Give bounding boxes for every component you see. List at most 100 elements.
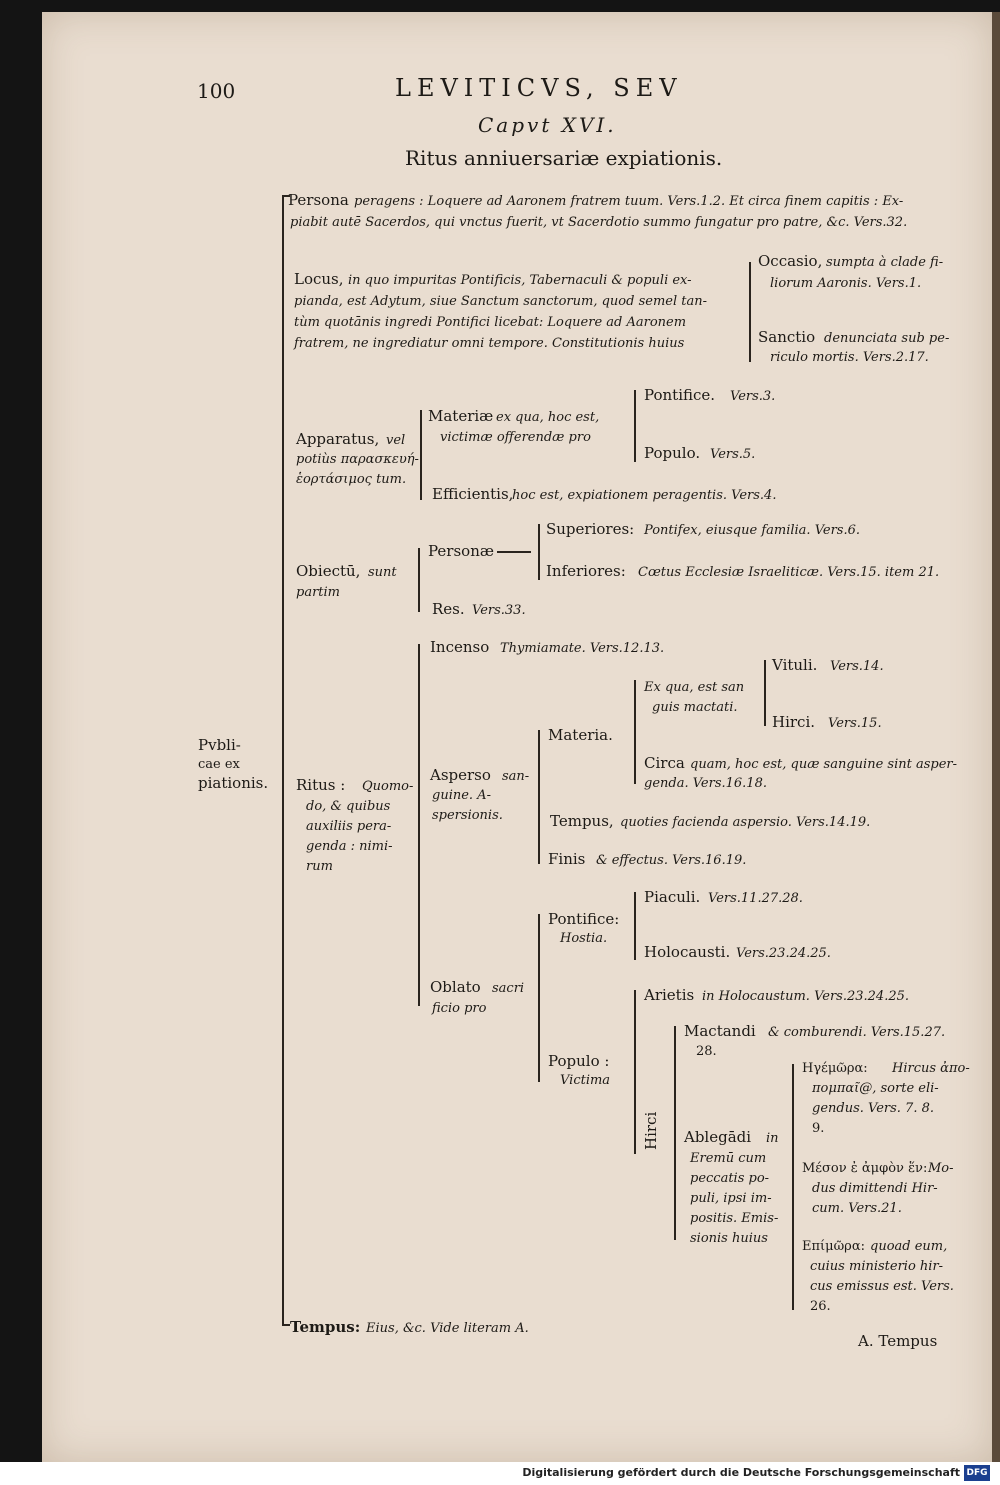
running-title: LEVITICVS, SEV bbox=[395, 74, 683, 102]
asperso-text-2: guine. A- bbox=[432, 788, 491, 803]
footer-credit: Digitalisierung gefördert durch die Deut… bbox=[522, 1466, 960, 1479]
asperso-brace bbox=[538, 730, 540, 864]
personae-brace bbox=[538, 524, 540, 580]
vituli-ref: Vers.14. bbox=[830, 659, 884, 674]
hygemora-text-2: πομπαῖ@, sorte eli- bbox=[812, 1081, 939, 1096]
ablegadi-text-5: sionis huius bbox=[690, 1231, 768, 1246]
persona-label: Persona bbox=[288, 191, 349, 209]
meson-text-2: dus dimittendi Hir- bbox=[812, 1181, 938, 1196]
apparatus-brace bbox=[420, 410, 422, 500]
ablegadi-label: Ablegādi bbox=[684, 1128, 752, 1146]
obiectu-partim: partim bbox=[296, 585, 340, 600]
res-label: Res. bbox=[432, 600, 465, 618]
sanctio-text-2: riculo mortis. Vers.2.17. bbox=[770, 350, 929, 365]
ritus-text-4: genda : nimi- bbox=[306, 839, 393, 854]
book-spine bbox=[992, 12, 1000, 1462]
footer-bar bbox=[0, 1462, 1000, 1485]
meson-text-3: cum. Vers.21. bbox=[812, 1201, 902, 1216]
pontifice-label: Pontifice. bbox=[644, 386, 716, 404]
locus-label: Locus, bbox=[294, 270, 344, 288]
oblato-text-1: sacri bbox=[492, 981, 525, 996]
hygemora-text-3: gendus. Vers. 7. 8. bbox=[812, 1101, 934, 1116]
asperso-text-1: san- bbox=[502, 769, 530, 784]
apparatus-text-3: ἑορτάσιμος tum. bbox=[296, 472, 407, 487]
piaculi-ref: Vers.11.27.28. bbox=[708, 891, 803, 906]
book-page bbox=[42, 12, 992, 1462]
populo-ref: Vers.5. bbox=[710, 447, 756, 462]
arietis-label: Arietis bbox=[644, 986, 695, 1004]
personae-arrow bbox=[497, 551, 531, 553]
hirci-ref: Vers.15. bbox=[828, 716, 882, 731]
materia-label: Materia. bbox=[548, 726, 613, 744]
root-line2: cae ex bbox=[198, 757, 240, 772]
locus-text-3: tùm quotānis ingredi Pontifici licebat: … bbox=[294, 315, 687, 330]
obiectu-brace bbox=[418, 548, 420, 612]
dfg-logo: DFG bbox=[964, 1465, 990, 1481]
page-number: 100 bbox=[197, 79, 236, 103]
holocausti-label: Holocausti. bbox=[644, 943, 731, 961]
epimora-text: quoad eum, bbox=[870, 1239, 948, 1254]
materiae-label: Materiæ bbox=[428, 407, 494, 425]
pontifice-hostia-brace bbox=[634, 892, 636, 960]
efficientis-text: hoc est, expiationem peragentis. Vers.4. bbox=[512, 488, 777, 503]
superiores-label: Superiores: bbox=[546, 520, 635, 538]
locus-brace bbox=[749, 262, 751, 362]
obiectu-sunt: sunt bbox=[368, 565, 397, 580]
epimora-text-3: cus emissus est. Vers. bbox=[810, 1279, 954, 1294]
materiae-text: ex qua, hoc est, bbox=[496, 410, 600, 425]
main-brace-line bbox=[282, 195, 284, 1325]
catchword: A. Tempus bbox=[858, 1332, 938, 1350]
tempus-text: Eius, &c. Vide literam A. bbox=[366, 1321, 529, 1336]
piaculi-label: Piaculi. bbox=[644, 888, 701, 906]
section-title: Ritus anniuersariæ expiationis. bbox=[405, 146, 723, 170]
oblato-label: Oblato bbox=[430, 978, 481, 996]
holocausti-ref: Vers.23.24.25. bbox=[736, 946, 831, 961]
ritus-text-5: rum bbox=[306, 859, 333, 874]
persona-text-2: piabit autē Sacerdos, qui vnctus fuerit,… bbox=[290, 215, 908, 230]
materia-brace bbox=[634, 680, 636, 784]
asperso-label: Asperso bbox=[430, 766, 491, 784]
pontifice-hostia-text: Hostia. bbox=[560, 931, 608, 946]
hygemora-text-4: 9. bbox=[812, 1121, 825, 1136]
populo-label: Populo. bbox=[644, 444, 701, 462]
ritus-label: Ritus : bbox=[296, 776, 346, 794]
populo-victima-text: Victima bbox=[560, 1073, 611, 1088]
brace-tick bbox=[282, 1324, 290, 1326]
ablegadi-text-2: peccatis po- bbox=[690, 1171, 770, 1186]
ablegadi-in: in bbox=[766, 1131, 779, 1146]
ritus-text-2: do, & quibus bbox=[306, 799, 391, 814]
exqua-brace bbox=[764, 660, 766, 726]
incenso-label: Incenso bbox=[430, 638, 490, 656]
mactandi-text: & comburendi. Vers.15.27. bbox=[768, 1025, 946, 1040]
circa-text: quam, hoc est, quæ sanguine sint asper- bbox=[690, 757, 957, 772]
root-line3: piationis. bbox=[198, 774, 269, 792]
incenso-text: Thymiamate. Vers.12.13. bbox=[500, 641, 665, 656]
root-line1: Pvbli- bbox=[198, 736, 241, 754]
ablegadi-brace bbox=[792, 1064, 794, 1310]
ablegadi-text-4: positis. Emis- bbox=[690, 1211, 779, 1226]
circa-label: Circa bbox=[644, 754, 685, 772]
occasio-text: sumpta à clade fi- bbox=[826, 255, 944, 270]
materiae-text-2: victimæ offerendæ pro bbox=[440, 430, 591, 445]
vituli-label: Vituli. bbox=[772, 656, 818, 674]
chapter-heading: Capvt XVI. bbox=[478, 113, 617, 137]
oblato-brace bbox=[538, 914, 540, 1082]
locus-text-1: in quo impuritas Pontificis, Tabernaculi… bbox=[348, 273, 692, 288]
obiectu-label: Obiectū, bbox=[296, 562, 361, 580]
asperso-text-3: spersionis. bbox=[432, 808, 503, 823]
occasio-label: Occasio, bbox=[758, 252, 823, 270]
sanctio-text: denunciata sub pe- bbox=[824, 331, 950, 346]
hirci-label: Hirci. bbox=[772, 713, 816, 731]
oblato-text-2: ficio pro bbox=[432, 1001, 487, 1016]
circa-text-2: genda. Vers.16.18. bbox=[644, 776, 767, 791]
inferiores-label: Inferiores: bbox=[546, 562, 626, 580]
exqua-text-1: Ex qua, est san bbox=[644, 680, 745, 695]
occasio-text-2: liorum Aaronis. Vers.1. bbox=[770, 276, 922, 291]
finis-label: Finis bbox=[548, 850, 586, 868]
populo-victima-brace bbox=[634, 990, 636, 1154]
mactandi-text-2: 28. bbox=[696, 1044, 717, 1059]
arietis-text: in Holocaustum. Vers.23.24.25. bbox=[702, 989, 910, 1004]
brace-tick bbox=[282, 195, 290, 197]
meson-label: Μέσον ἐ ἀμφὸν ἕν: bbox=[802, 1161, 928, 1176]
epimora-text-2: cuius ministerio hir- bbox=[810, 1259, 944, 1274]
